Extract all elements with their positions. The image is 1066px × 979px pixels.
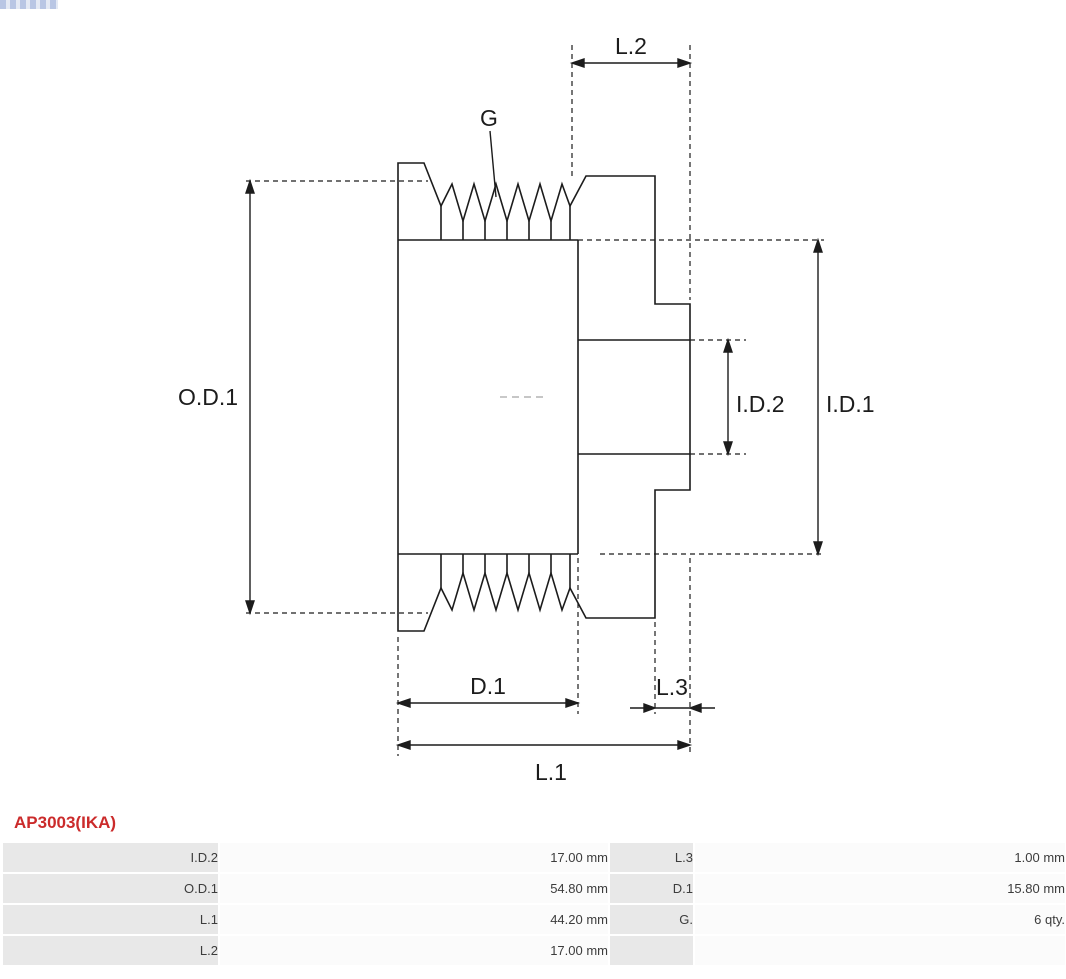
pulley-outer-profile [397,162,691,632]
dimension-l3 [630,703,715,713]
spec-row: O.D.1 54.80 mm D.1 15.80 mm [1,872,1066,905]
label-id1: I.D.1 [826,391,875,417]
spec-row: L.2 17.00 mm [1,934,1066,967]
dimension-id2 [723,337,733,457]
spec-label: L.2 [1,934,220,967]
spec-label: O.D.1 [1,872,220,905]
pulley-technical-drawing: O.D.1 L.2 G I.D.2 I.D.1 D.1 L.3 L.1 [178,33,875,785]
extension-lines [246,45,824,756]
spec-value: 1.00 mm [693,841,1066,874]
label-l2: L.2 [615,33,647,59]
label-l3: L.3 [656,674,688,700]
label-od1: O.D.1 [178,384,238,410]
spec-label: G. [608,903,695,936]
label-id2: I.D.2 [736,391,785,417]
spec-label: L.3 [608,841,695,874]
spec-value: 6 qty. [693,903,1066,936]
spec-value: 54.80 mm [218,872,610,905]
dimension-lines [245,58,823,750]
groove-ribs-top [440,206,571,240]
spec-label: D.1 [608,872,695,905]
part-number: AP3003(IKA) [14,813,117,832]
spec-value: 44.20 mm [218,903,610,936]
logo-fragment [0,0,58,9]
dimension-l2 [569,58,693,68]
label-d1: D.1 [470,673,506,699]
spec-label: I.D.2 [1,841,220,874]
spec-value [693,934,1066,967]
dimension-od1 [245,178,255,616]
label-g: G [480,105,498,131]
spec-row: I.D.2 17.00 mm L.3 1.00 mm [1,841,1066,874]
label-l1: L.1 [535,759,567,785]
dimension-id1 [813,237,823,557]
dimension-d1 [395,698,581,708]
pulley-outline [397,162,691,632]
bore-lines [578,339,690,455]
spec-value: 17.00 mm [218,841,610,874]
spec-value: 17.00 mm [218,934,610,967]
spec-value: 15.80 mm [693,872,1066,905]
spec-label: L.1 [1,903,220,936]
leader-g [489,130,497,198]
dimension-labels: O.D.1 L.2 G I.D.2 I.D.1 D.1 L.3 L.1 [178,33,875,785]
spec-table: I.D.2 17.00 mm L.3 1.00 mm O.D.1 54.80 m… [1,841,1066,967]
dimension-l1 [395,740,693,750]
groove-ribs-bottom [440,554,571,588]
spec-row: L.1 44.20 mm G. 6 qty. [1,903,1066,936]
spec-label [608,934,695,967]
groove-base-lines [398,239,579,555]
